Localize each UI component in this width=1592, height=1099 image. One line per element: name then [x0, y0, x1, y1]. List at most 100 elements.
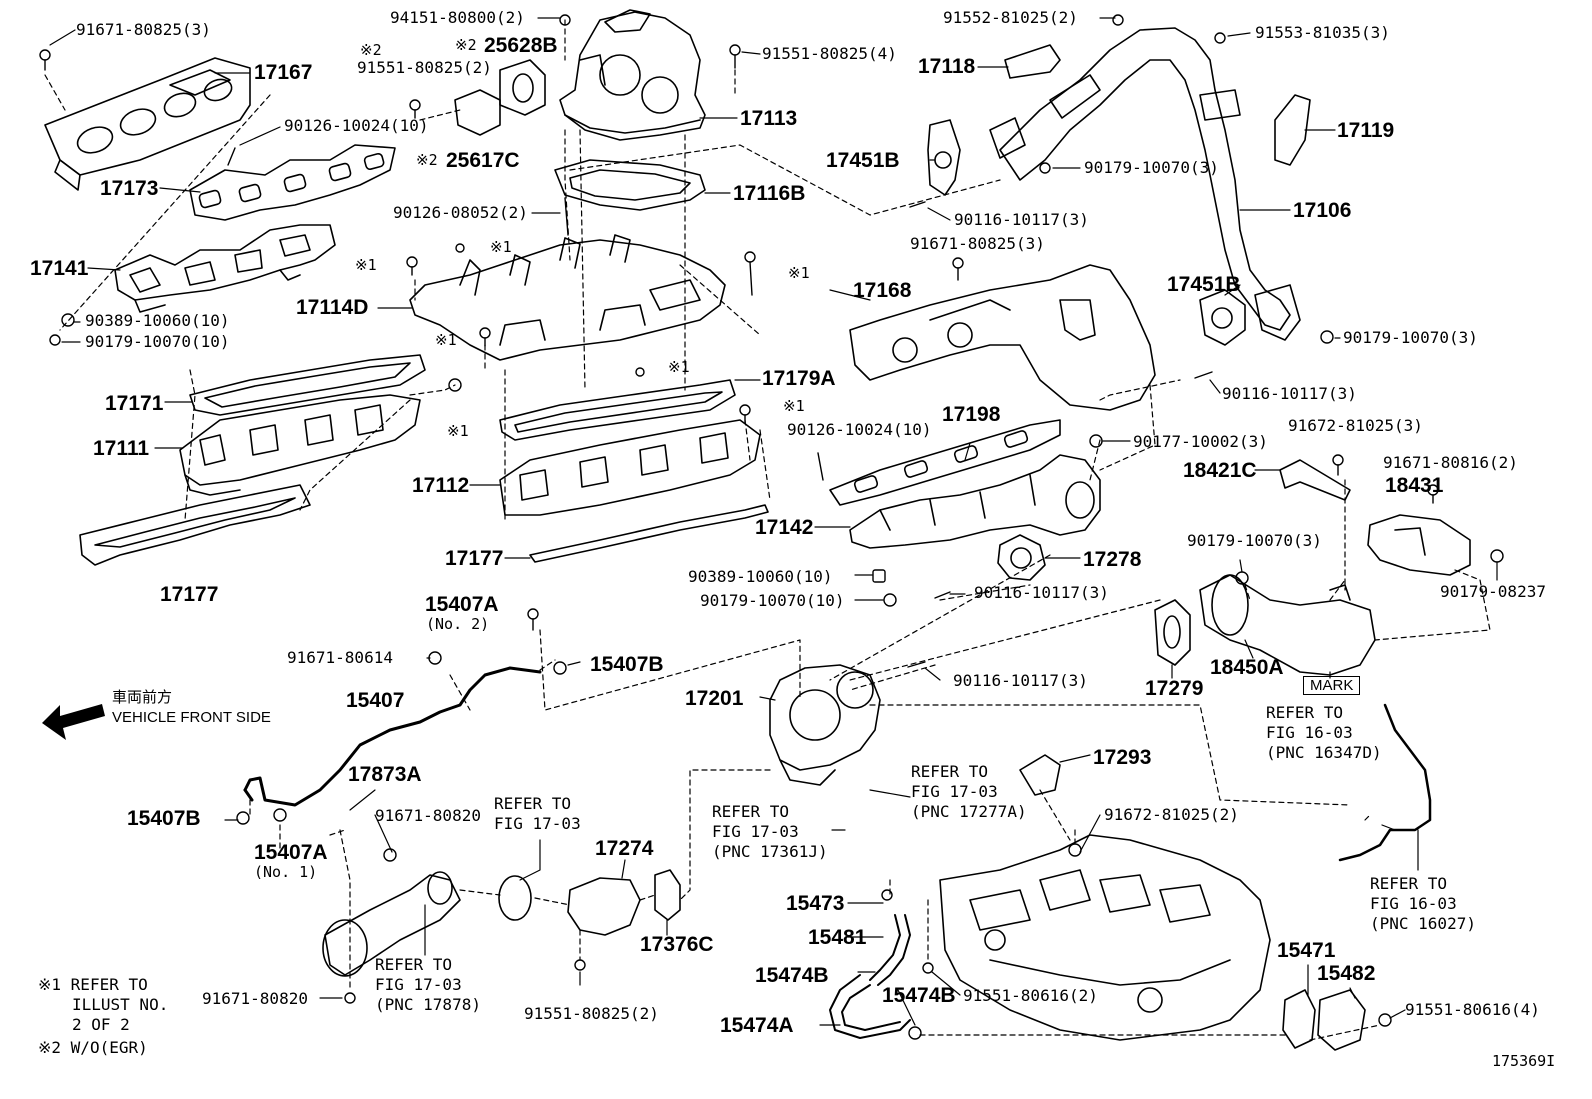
note-mark: ※1	[490, 238, 512, 256]
exhaust-manifold-17141-shape	[114, 224, 336, 313]
heat-insulator-17167-shape	[44, 57, 251, 191]
bracket-17118-shape	[1004, 44, 1061, 79]
part-label: 17177	[160, 583, 219, 606]
gasket-17171-shape	[189, 354, 426, 416]
part-label: 15474B	[882, 984, 956, 1007]
exhaust-manifold-17142-shape	[849, 454, 1101, 549]
refer-note: REFER TO	[712, 802, 790, 821]
gasket-17278-shape	[997, 534, 1046, 581]
part-label: 17201	[685, 687, 744, 710]
gasket-15471-shape	[1282, 989, 1316, 1049]
gasket-17279-shape	[1154, 599, 1191, 666]
bracket-18421C-shape	[1279, 459, 1351, 501]
part-label: 91671-80614	[287, 648, 393, 667]
clamp-shape	[498, 875, 532, 921]
part-label: 15481	[808, 926, 867, 949]
note-mark: ※2	[416, 151, 438, 169]
cover-15482-shape	[1317, 989, 1366, 1051]
part-label: 17114D	[296, 296, 369, 319]
part-label: 90177-10002(3)	[1133, 432, 1268, 451]
part-label: 90126-08052(2)	[393, 203, 528, 222]
part-label: 90389-10060(10)	[85, 311, 230, 330]
part-label: 91551-80825(2)	[524, 1004, 659, 1023]
part-label: 17451B	[826, 149, 900, 172]
footnote: ※1 REFER TO	[38, 975, 148, 994]
part-label: 94151-80800(2)	[390, 8, 525, 27]
part-label: 90179-10070(3)	[1187, 531, 1322, 550]
footnote: ※2 W/O(EGR)	[38, 1038, 148, 1057]
gasket-17179A-shape	[499, 379, 736, 441]
egr-unit-17113-shape	[559, 9, 706, 141]
turbocharger-17201-shape	[769, 664, 881, 786]
part-label: 90126-10024(10)	[284, 116, 429, 135]
bracket-17119-shape	[1274, 94, 1311, 166]
refer-note: REFER TO	[1370, 874, 1448, 893]
part-label: 15407B	[590, 653, 664, 676]
sensor-pipe-shape	[1338, 703, 1432, 862]
part-label: 17168	[853, 279, 912, 302]
part-label: 91671-80816(2)	[1383, 453, 1518, 472]
refer-note: REFER TO	[911, 762, 989, 781]
part-label: 17118	[918, 55, 976, 78]
bolts-shape	[39, 14, 1504, 1040]
front-label-jp: 車両前方	[112, 689, 173, 706]
part-label: 17167	[254, 61, 313, 84]
note-mark: ※2	[455, 36, 477, 54]
part-label: 91671-80820	[375, 806, 481, 825]
refer-note: REFER TO	[494, 794, 572, 813]
gasket-17116B-shape	[554, 159, 706, 211]
refer-note: FIG 17-03	[375, 975, 462, 994]
dashed-alignment-lines	[44, 19, 1491, 1041]
part-label: 91551-80825(4)	[762, 44, 897, 63]
part-label: 91551-80616(4)	[1405, 1000, 1540, 1019]
gasket-17173-shape	[189, 144, 396, 221]
elbow-17274-shape	[567, 877, 641, 936]
part-label: 90389-10060(10)	[688, 567, 833, 586]
part-label: 17142	[755, 516, 814, 539]
refer-note: FIG 17-03	[494, 814, 581, 833]
part-label: 17112	[412, 474, 470, 497]
part-label: 90179-10070(3)	[1084, 158, 1219, 177]
refer-note: (PNC 17277A)	[911, 802, 1027, 821]
part-label: 17141	[30, 257, 89, 280]
heat-insulator-17168-shape	[849, 264, 1156, 411]
gasket-17177-left-shape	[79, 484, 311, 566]
part-label: 90179-10070(3)	[1343, 328, 1478, 347]
part-label: 15407A	[254, 841, 328, 864]
bracket-17293-shape	[1019, 754, 1061, 796]
refer-note: REFER TO	[1266, 703, 1344, 722]
cylinder-block-shape	[939, 834, 1271, 1041]
note-mark: ※1	[788, 264, 810, 282]
part-label: 91553-81035(3)	[1255, 23, 1390, 42]
part-label: 91672-81025(2)	[1104, 805, 1239, 824]
part-label: 17279	[1145, 677, 1204, 700]
hose-15481-shape	[869, 914, 911, 986]
refer-note: (PNC 16347D)	[1266, 743, 1382, 762]
heat-insulator-18431-shape	[1367, 514, 1471, 576]
part-label: 15407	[346, 689, 405, 712]
part-label: 17376C	[640, 933, 714, 956]
part-label: 15474A	[720, 1014, 794, 1037]
part-label: 25617C	[446, 149, 520, 172]
part-label: 17113	[740, 107, 798, 130]
part-label: 17278	[1083, 548, 1142, 571]
note-mark: ※1	[668, 358, 690, 376]
part-label: 18431	[1385, 474, 1444, 497]
intake-manifold-17114D-shape	[409, 234, 726, 361]
refer-note: (PNC 17361J)	[712, 842, 828, 861]
part-label: 90179-08237	[1440, 582, 1546, 601]
part-label: 17171	[105, 392, 164, 415]
part-label: 90126-10024(10)	[787, 420, 932, 439]
hose-15474A-shape	[829, 974, 911, 1039]
part-label: 90179-10070(10)	[85, 332, 230, 351]
egr-cover-25617C-shape	[454, 89, 501, 136]
gasket-17376C-shape	[654, 869, 681, 921]
front-arrow-icon	[42, 704, 105, 740]
mark-box: MARK	[1303, 676, 1361, 695]
part-label: 91552-81025(2)	[943, 8, 1078, 27]
part-label: 90179-10070(10)	[700, 591, 845, 610]
intake-plenum-17112-shape	[499, 419, 761, 516]
part-label: 15407A	[425, 593, 499, 616]
part-label: 91551-80825(2)	[357, 58, 492, 77]
